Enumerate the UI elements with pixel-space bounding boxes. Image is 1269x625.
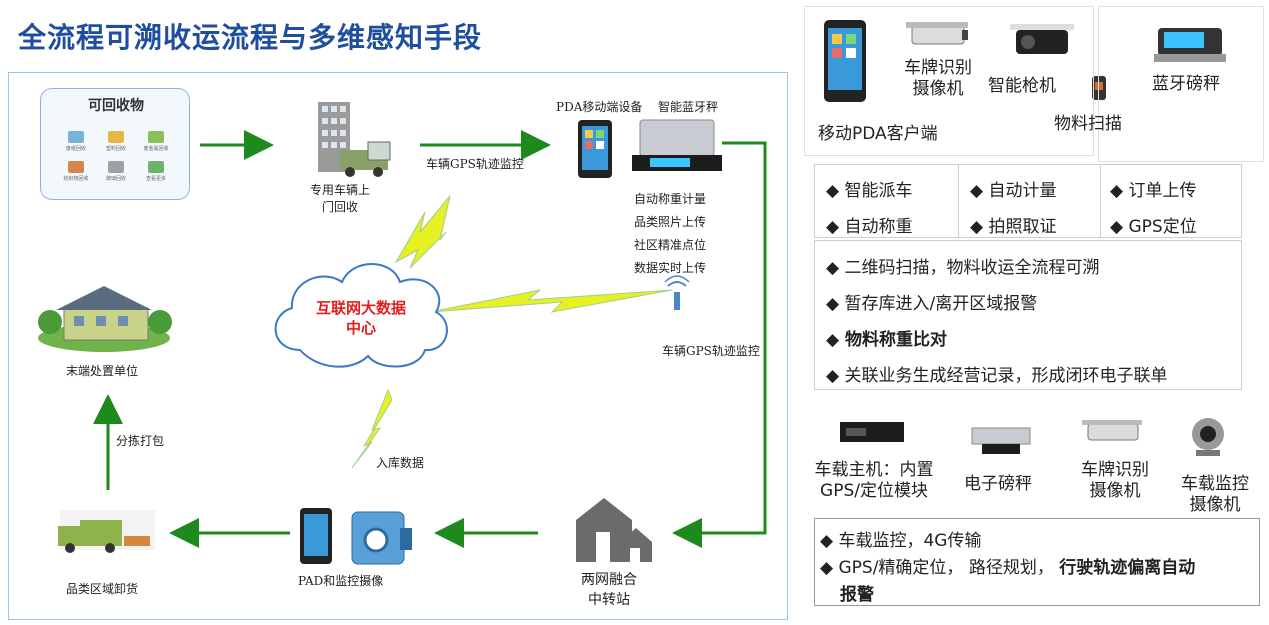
electronic-scale-label: 电子磅秤 (964, 474, 1032, 494)
cloud-shape (274, 263, 448, 368)
category-item: 玻璃回收 (99, 161, 133, 182)
recyclables-box: 可回收物 废纸回收 塑料回收 废金属回收 纺织物回收 玻璃回收 查看更多 (40, 88, 190, 200)
bt-scale-label: 蓝牙磅秤 (1152, 74, 1220, 94)
feature-item: ◆ 自动计量 (970, 181, 1057, 201)
feature-cell (814, 164, 962, 238)
plate-camera-bottom-label: 车牌识别摄像机 (1081, 460, 1149, 501)
pad-camera-image (300, 508, 412, 565)
gun-camera-image (1010, 24, 1074, 54)
antenna-icon (664, 275, 690, 310)
electronic-scale-image (971, 427, 1031, 454)
bt-scale-image (1154, 28, 1226, 62)
category-item: 纺织物回收 (59, 161, 93, 182)
vehicle-feature-box (814, 518, 1260, 606)
lightning-vehicle (394, 195, 451, 269)
category-item: 废纸回收 (59, 131, 93, 152)
pda-feature: 自动称重计量 (634, 192, 707, 206)
sort-label: 分拣打包 (116, 434, 165, 448)
gun-camera-label: 智能枪机 (988, 76, 1056, 96)
plate-camera-bottom-image (1082, 420, 1142, 441)
feature-item: ◆ 智能派车 (826, 181, 913, 201)
feature-list-item: ◆ 关联业务生成经营记录，形成闭环电子联单 (826, 366, 1168, 386)
vehicle-feature-item: 报警 (840, 585, 874, 605)
vehicle-feature-item: ◆ GPS/精确定位， 路径规划， 行驶轨迹偏离自动 (820, 558, 1196, 578)
vehicle-feature-item: ◆ 车载监控，4G传输 (820, 531, 982, 551)
pda-feature-list: 自动称重计量 品类照片上传 社区精准点位 数据实时上传 (634, 188, 706, 280)
plate-camera-label: 车牌识别摄像机 (904, 58, 972, 99)
pda-feature: 品类照片上传 (634, 215, 707, 229)
unload-label: 品类区域卸货 (66, 582, 139, 596)
scanner-image (1092, 76, 1106, 100)
pad-label: PAD和监控摄像 (298, 574, 384, 588)
terminal-label: 末端处置单位 (66, 364, 139, 378)
feature-item: ◆ 拍照取证 (970, 217, 1057, 237)
arrow-scale-to-station (672, 141, 767, 548)
station-house-image (576, 498, 652, 562)
pda-client-image (824, 20, 866, 102)
pda-client-label: 移动PDA客户端 (818, 124, 938, 144)
pda-feature: 数据实时上传 (634, 261, 707, 275)
device-panel-left (804, 6, 1094, 156)
recyclables-title: 可回收物 (88, 98, 144, 114)
vehicle-host-image (840, 422, 904, 442)
category-item: 废金属回收 (139, 131, 173, 152)
scanner-label: 物料扫描 (1054, 114, 1122, 134)
lightning-inbound (351, 388, 393, 469)
flow-diagram-frame (8, 72, 788, 620)
feature-item: ◆ GPS定位 (1110, 217, 1197, 237)
scale-image (632, 119, 722, 171)
cloud-label: 互联网大数据中心 (315, 299, 406, 337)
page-title: 全流程可溯收运流程与多维感知手段 (18, 21, 483, 54)
pda-header: PDA移动端设备 (556, 100, 643, 114)
feature-cell (1100, 164, 1242, 238)
unload-truck-image (58, 510, 155, 553)
scale-header: 智能蓝牙秤 (658, 100, 719, 114)
feature-item: ◆ 自动称重 (826, 217, 913, 237)
feature-list-item: ◆ 物料称重比对 (826, 330, 947, 350)
plate-camera-image (906, 22, 968, 45)
lightning-gps (429, 289, 673, 313)
terminal-house-image (38, 286, 172, 352)
monitor-camera-label: 车载监控摄像机 (1181, 474, 1249, 515)
feature-list-item: ◆ 暂存库进入/离开区域报警 (826, 294, 1038, 314)
building-truck-image (318, 102, 391, 177)
category-item: 塑料回收 (99, 131, 133, 152)
category-item: 查看更多 (139, 161, 173, 182)
pda-device-image (578, 120, 612, 178)
inbound-label: 入库数据 (376, 456, 425, 470)
vehicle-label: 专用车辆上门回收 (309, 183, 370, 214)
gps-label-right: 车辆GPS轨迹监控 (662, 344, 760, 358)
device-panel-right (1098, 6, 1264, 162)
feature-item: ◆ 订单上传 (1110, 181, 1197, 201)
feature-cell (958, 164, 1102, 238)
station-label: 两网融合中转站 (581, 572, 637, 608)
pda-feature: 社区精准点位 (634, 238, 707, 252)
gps-label-top: 车辆GPS轨迹监控 (426, 157, 524, 171)
monitor-camera-image (1192, 418, 1224, 456)
feature-list-box (814, 240, 1242, 390)
feature-list-item: ◆ 二维码扫描，物料收运全流程可溯 (826, 258, 1100, 278)
